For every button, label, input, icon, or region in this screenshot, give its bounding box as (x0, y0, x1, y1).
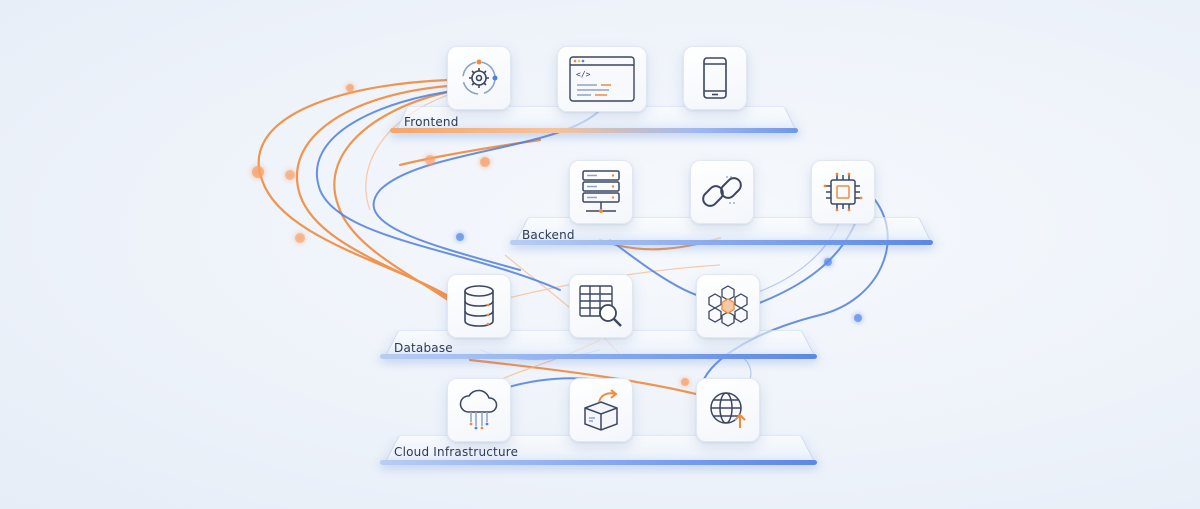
cloud-icon (459, 389, 498, 430)
cpu-chip-icon (823, 172, 863, 212)
server-rack-icon (582, 170, 620, 213)
frontend-layer-label: Frontend (404, 115, 459, 129)
svg-text:</>: </> (576, 70, 591, 79)
link-icon (702, 176, 742, 207)
globe-upload-icon (710, 392, 746, 428)
connector-orange-3 (333, 90, 464, 312)
code-window-tile[interactable]: </> (557, 46, 647, 112)
table-search-tile[interactable] (569, 274, 633, 338)
mobile-phone-tile[interactable] (683, 46, 747, 110)
cloud-layer-label: Cloud Infrastructure (394, 445, 519, 459)
connector-blue-2 (372, 109, 601, 271)
frontend-layer-edge (390, 128, 798, 133)
database-layer-edge (380, 354, 817, 359)
box-export-tile[interactable] (569, 378, 633, 442)
globe-upload-tile[interactable] (696, 378, 760, 442)
cpu-chip-tile[interactable] (811, 160, 875, 224)
mobile-phone-icon (703, 57, 727, 99)
cloud-layer-edge (380, 460, 817, 465)
code-window-icon: </> (569, 56, 635, 102)
settings-cycle-tile[interactable] (447, 46, 511, 110)
table-search-icon (579, 285, 622, 327)
server-rack-tile[interactable] (569, 160, 633, 224)
connector-orange-5 (468, 358, 702, 397)
cloud-tile[interactable] (447, 378, 511, 442)
box-export-icon (584, 389, 618, 431)
settings-cycle-icon (462, 59, 498, 95)
backend-layer-edge (510, 240, 933, 245)
connector-orange-2 (295, 84, 462, 307)
link-tile[interactable] (690, 160, 754, 224)
connector-orange-thin-1 (365, 94, 449, 211)
database-layer-label: Database (394, 341, 453, 355)
database-tile[interactable] (447, 274, 511, 338)
backend-layer-label: Backend (522, 228, 575, 242)
cube-network-tile[interactable] (696, 274, 760, 338)
cube-network-icon (708, 285, 748, 327)
database-icon (464, 285, 494, 327)
connector-blue-1 (315, 89, 561, 291)
connector-orange-1 (257, 78, 457, 302)
